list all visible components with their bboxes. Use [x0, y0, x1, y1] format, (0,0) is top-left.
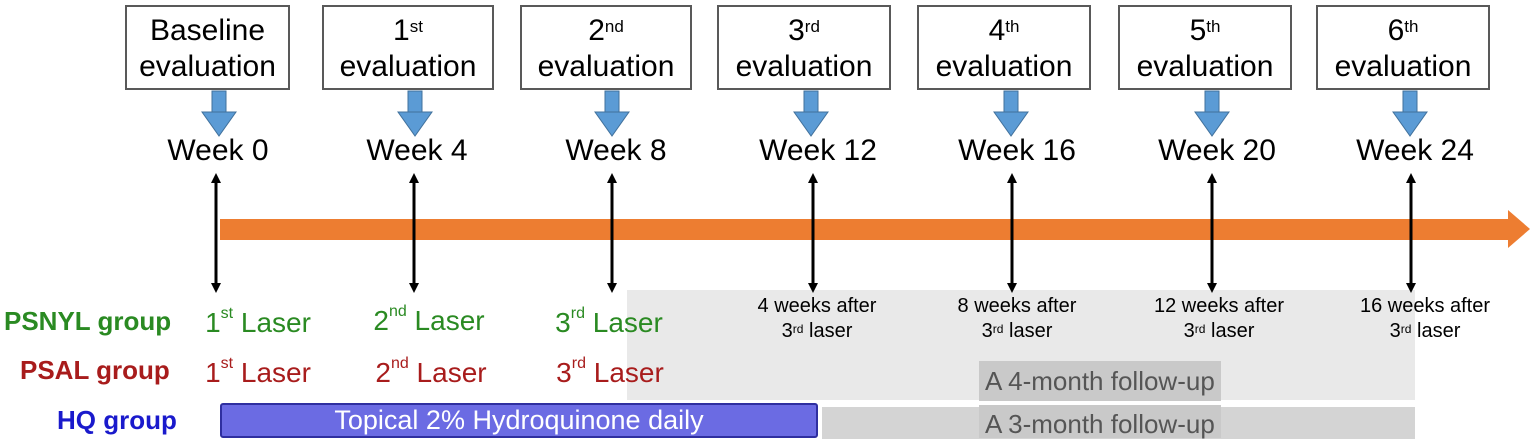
eval-box-5: 5th evaluation: [1118, 5, 1292, 90]
laser-ordinal-suffix: nd: [388, 303, 407, 320]
eval-subtitle: evaluation: [339, 50, 477, 83]
group-label-hq: HQ group: [57, 405, 177, 435]
eval-ordinal: 3: [788, 14, 805, 47]
week-label-4: Week 4: [366, 134, 468, 167]
psal-laser-3: 3rd Laser: [515, 355, 705, 389]
eval-box-4: 4th evaluation: [917, 5, 1091, 90]
eval-ordinal-suffix: nd: [604, 17, 624, 36]
week-label-16: Week 16: [958, 134, 1076, 167]
eval-ordinal: 1: [393, 14, 410, 47]
eval-ordinal: 4: [988, 14, 1006, 47]
after-laser-line2: laser: [1211, 320, 1255, 342]
group-label-psnyl: PSNYL group: [4, 306, 172, 336]
laser-ordinal-suffix: st: [220, 355, 234, 372]
eval-ordinal-suffix: th: [1206, 17, 1221, 36]
laser-text: Laser: [593, 357, 664, 388]
after-laser-line1: 16 weeks after: [1359, 295, 1491, 317]
eval-subtitle: evaluation: [935, 50, 1073, 83]
after-laser-line2: laser: [1417, 320, 1461, 342]
week-label-20: Week 20: [1158, 134, 1276, 167]
week-label-24: Week 24: [1356, 134, 1474, 167]
after-laser-ordinal-suffix: rd: [792, 322, 804, 336]
psal-laser-1: 1st Laser: [163, 355, 353, 389]
psnyl-laser-1: 1st Laser: [163, 305, 353, 339]
after-laser-label-16: 8 weeks after 3rd laser: [922, 294, 1112, 344]
after-laser-label-24: 16 weeks after 3rd laser: [1330, 294, 1520, 344]
laser-ordinal-suffix: rd: [570, 305, 585, 322]
eval-box-3: 3rd evaluation: [717, 5, 891, 90]
eval-ordinal: 2: [588, 14, 605, 47]
followup-4-month-label: A 4-month follow-up: [979, 361, 1221, 401]
laser-ordinal: 3: [556, 357, 572, 388]
laser-ordinal-suffix: rd: [571, 355, 586, 372]
eval-subtitle: evaluation: [139, 50, 276, 83]
eval-box-baseline: Baseline evaluation: [125, 5, 290, 90]
eval-ordinal: 5: [1189, 14, 1207, 47]
laser-ordinal-suffix: st: [220, 305, 234, 322]
laser-ordinal: 2: [373, 305, 389, 336]
psal-laser-2: 2nd Laser: [336, 355, 526, 389]
after-laser-line1: 4 weeks after: [757, 295, 877, 317]
psnyl-laser-3: 3rd Laser: [514, 305, 704, 339]
eval-subtitle: evaluation: [1334, 50, 1472, 83]
week-label-0: Week 0: [167, 134, 269, 167]
week-label-12: Week 12: [759, 134, 877, 167]
down-arrow-20: [1194, 90, 1230, 137]
eval-subtitle: evaluation: [735, 50, 873, 83]
laser-text: Laser: [240, 307, 311, 338]
laser-ordinal: 1: [205, 307, 221, 338]
down-arrow-24: [1392, 90, 1428, 137]
psnyl-laser-2: 2nd Laser: [334, 303, 524, 337]
eval-ordinal-suffix: th: [1005, 17, 1020, 36]
eval-ordinal-suffix: rd: [804, 17, 820, 36]
down-arrow-16: [993, 90, 1029, 137]
after-laser-ordinal-suffix: rd: [1400, 322, 1412, 336]
eval-box-6: 6th evaluation: [1316, 5, 1490, 90]
eval-box-2: 2nd evaluation: [520, 5, 692, 90]
after-laser-line2: laser: [1009, 320, 1053, 342]
laser-ordinal: 2: [375, 357, 391, 388]
down-arrow-0: [201, 90, 237, 137]
after-laser-line2: laser: [809, 320, 853, 342]
laser-ordinal-suffix: nd: [390, 355, 409, 372]
eval-box-1: 1st evaluation: [322, 5, 494, 90]
after-laser-line1: 12 weeks after: [1153, 295, 1285, 317]
after-laser-ordinal: 3: [781, 320, 793, 342]
eval-ordinal-suffix: th: [1404, 17, 1419, 36]
eval-ordinal: 6: [1387, 14, 1405, 47]
eval-ordinal-suffix: st: [409, 17, 423, 36]
after-laser-ordinal-suffix: rd: [1194, 322, 1206, 336]
group-label-psal: PSAL group: [20, 355, 170, 385]
laser-ordinal: 1: [205, 357, 221, 388]
down-arrow-12: [793, 90, 829, 137]
timeline-arrow: [220, 210, 1530, 248]
laser-text: Laser: [414, 305, 485, 336]
laser-text: Laser: [416, 357, 487, 388]
laser-text: Laser: [240, 357, 311, 388]
followup-3-month-label: A 3-month follow-up: [979, 405, 1221, 439]
laser-text: Laser: [592, 307, 663, 338]
after-laser-label-20: 12 weeks after 3rd laser: [1124, 294, 1314, 344]
after-laser-ordinal-suffix: rd: [992, 322, 1004, 336]
after-laser-ordinal: 3: [981, 320, 993, 342]
hq-treatment-bar: Topical 2% Hydroquinone daily: [220, 403, 818, 438]
laser-ordinal: 3: [555, 307, 571, 338]
eval-title: Baseline: [149, 14, 266, 47]
after-laser-line1: 8 weeks after: [957, 295, 1077, 317]
after-laser-ordinal: 3: [1183, 320, 1195, 342]
week-label-8: Week 8: [565, 134, 667, 167]
down-arrow-8: [594, 90, 630, 137]
eval-subtitle: evaluation: [1136, 50, 1274, 83]
after-laser-label-12: 4 weeks after 3rd laser: [722, 294, 912, 344]
down-arrow-4: [397, 90, 433, 137]
after-laser-ordinal: 3: [1389, 320, 1401, 342]
eval-subtitle: evaluation: [537, 50, 675, 83]
